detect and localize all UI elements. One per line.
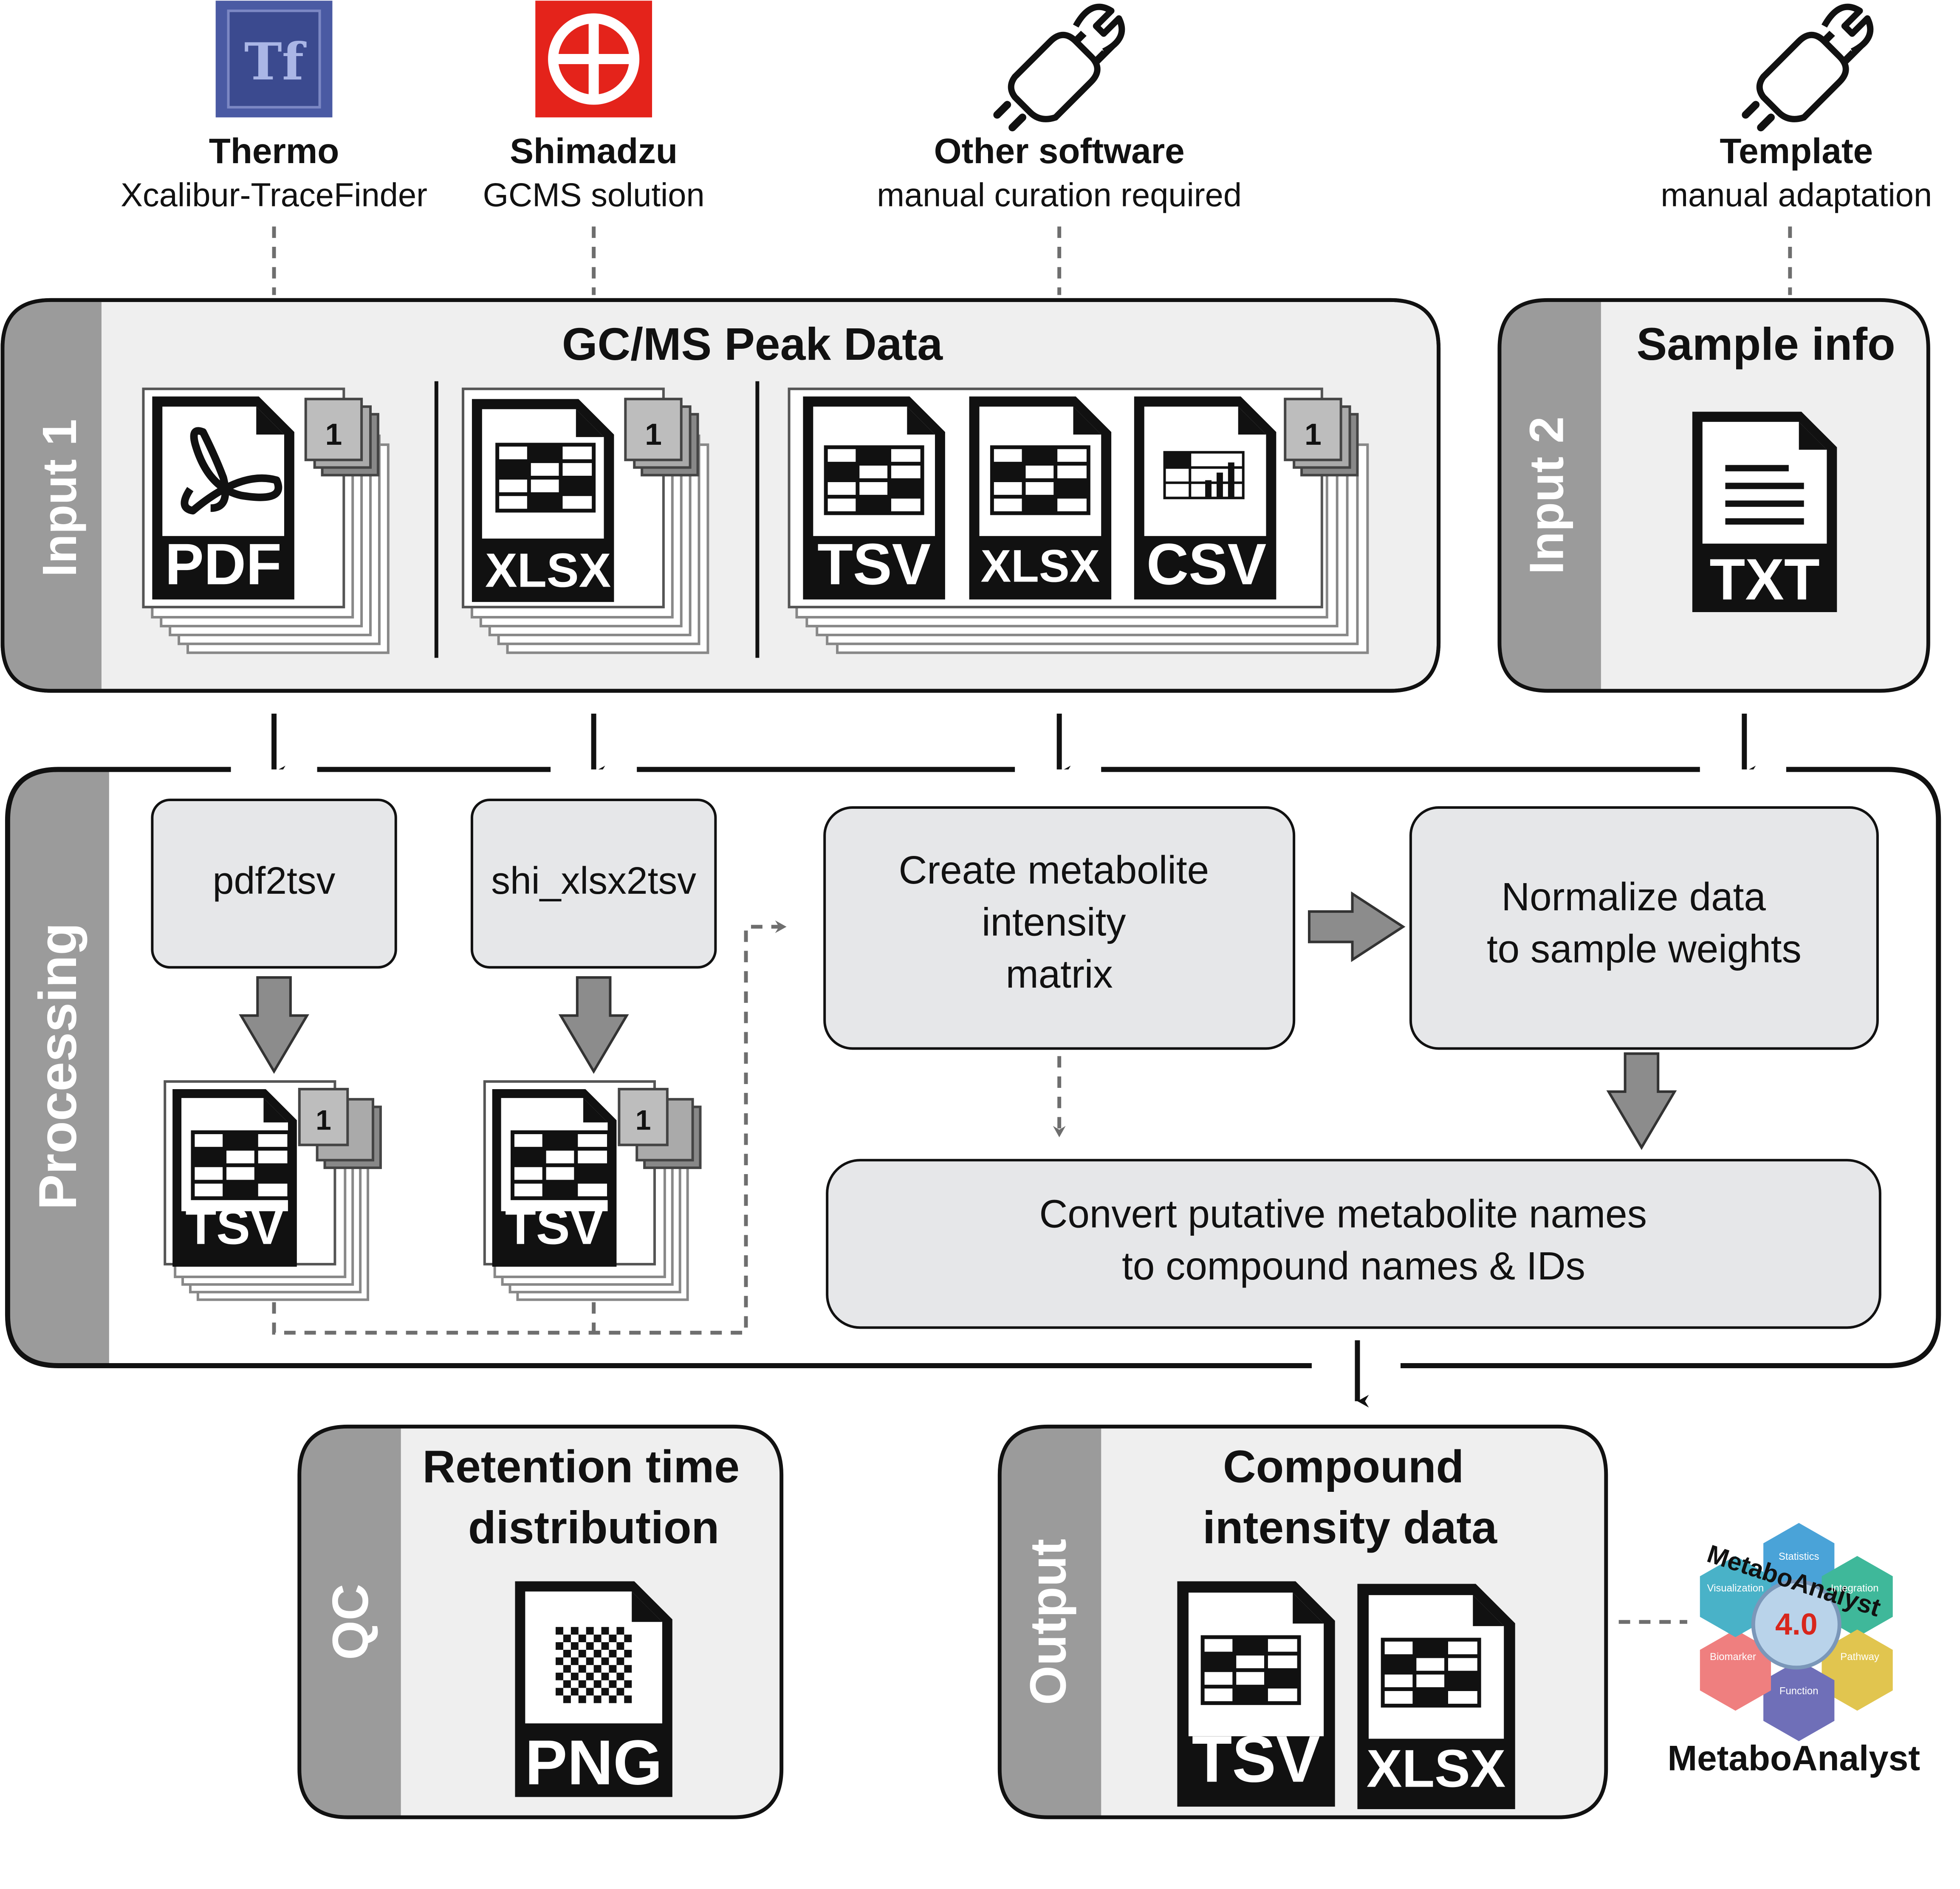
output-title-line: intensity data [1203,1502,1497,1553]
processing-side-label: Processing [28,923,88,1210]
xlsx-label: XLSX [1367,1738,1506,1798]
output-title-line: Compound [1223,1441,1464,1492]
input2-panel: Input 2 Sample info TXT [1497,298,1930,693]
metaboanalyst-name: MetaboAnalyst [1667,1738,1920,1778]
shi-xlsx2tsv-label: shi_xlsx2tsv [491,859,696,902]
normalize-line: to sample weights [1487,926,1802,971]
thermo-subtitle: Xcalibur-TraceFinder [121,177,427,213]
qc-title: Retention time distribution [422,1441,752,1553]
template-subtitle: manual adaptation [1661,177,1932,213]
segment-label: Visualization [1707,1583,1764,1594]
tsv-file-stack: 1 TSV [164,1080,382,1301]
plug-icon [993,3,1125,132]
qc-side-label: QC [322,1584,379,1660]
other-file-stack: 1 TSV XLSX CSV [788,387,1369,654]
pdf-file-stack: 1 PDF [142,387,390,654]
output-side-label: Output [1020,1539,1077,1705]
convert-names-line: Convert putative metabolite names [1039,1192,1647,1236]
create-matrix-label: Create metabolite intensity matrix [898,848,1220,996]
dashed-merge-path [272,920,787,1335]
thermo-logo-icon: Tf [215,0,333,118]
shi-xlsx2tsv-box [470,799,717,969]
output-title: Compound intensity data [1203,1441,1497,1553]
csv-label: CSV [1147,532,1266,597]
gray-down-arrows [239,976,1677,1150]
pdf2tsv-label: pdf2tsv [213,859,336,902]
metaboanalyst-logo-icon: 4.0 MetaboAnalyst Statistics Integration… [1700,1523,1893,1741]
create-matrix-line: intensity [982,900,1126,944]
png-file-icon [515,1581,672,1797]
segment-label: Statistics [1779,1551,1819,1562]
shimadzu-subtitle: GCMS solution [483,177,705,213]
shimadzu-title: Shimadzu [510,131,678,171]
input1-side-label: Input 1 [33,419,87,577]
tsv-label: TSV [817,532,931,597]
template-title: Template [1720,131,1873,171]
txt-label: TXT [1709,547,1819,612]
metaboanalyst-version: 4.0 [1775,1607,1818,1641]
source-connectors [272,226,1792,295]
qc-title-line: distribution [468,1502,719,1553]
create-matrix-box [823,806,1296,1050]
other-software-subtitle: manual curation required [877,177,1242,213]
gray-right-arrow [1308,891,1406,962]
pdf2tsv-box [151,799,397,969]
tsv-label: TSV [1192,1722,1320,1796]
png-label: PNG [525,1727,663,1798]
create-matrix-line: Create metabolite [898,848,1209,892]
normalize-line: Normalize data [1501,875,1766,919]
output-panel: Output Compound intensity data TSV XLSX [997,1424,1608,1819]
segment-label: Integration [1831,1583,1879,1594]
tsv-file-stack: 1 TSV [483,1080,702,1301]
tsv-label: TSV [505,1198,604,1255]
segment-label: Biomarker [1710,1651,1756,1663]
create-matrix-line: matrix [1006,952,1113,996]
shimadzu-logo-icon [535,0,652,118]
checker-pattern [556,1627,632,1703]
xlsx-label: XLSX [485,543,611,597]
xlsx-file-stack: 1 XLSX [462,387,709,654]
qc-title-line: Retention time [422,1441,740,1492]
segment-label: Pathway [1840,1651,1879,1663]
input1-title: GC/MS Peak Data [562,319,943,370]
csv-chart-icon [1163,451,1245,500]
thermo-title: Thermo [209,131,339,171]
input-arrows [271,713,1756,779]
normalize-label: Normalize data to sample weights [1487,875,1802,971]
stack-badge: 1 [325,418,342,452]
input2-side-label: Input 2 [1519,416,1573,574]
convert-names-line: to compound names & IDs [1122,1244,1585,1288]
stack-badge: 1 [1305,418,1322,452]
other-software-title: Other software [934,131,1185,171]
input2-title: Sample info [1636,319,1895,370]
segment-label: Function [1779,1685,1819,1697]
convert-names-box [826,1159,1881,1329]
stack-badge: 1 [645,418,662,452]
stack-badge: 1 [316,1105,331,1136]
thermo-logo-text: Tf [244,32,307,92]
pdf-acrobat-icon [181,427,282,515]
normalize-box [1409,806,1879,1050]
qc-panel: QC Retention time distribution PNG [297,1424,784,1819]
convert-names-label: Convert putative metabolite names to com… [1039,1192,1658,1288]
plug-icon [1742,3,1874,132]
xlsx-label: XLSX [980,540,1100,591]
tsv-label: TSV [185,1198,284,1255]
pdf-label: PDF [165,532,282,597]
txt-file-icon [1692,412,1837,613]
stack-badge: 1 [635,1105,651,1136]
